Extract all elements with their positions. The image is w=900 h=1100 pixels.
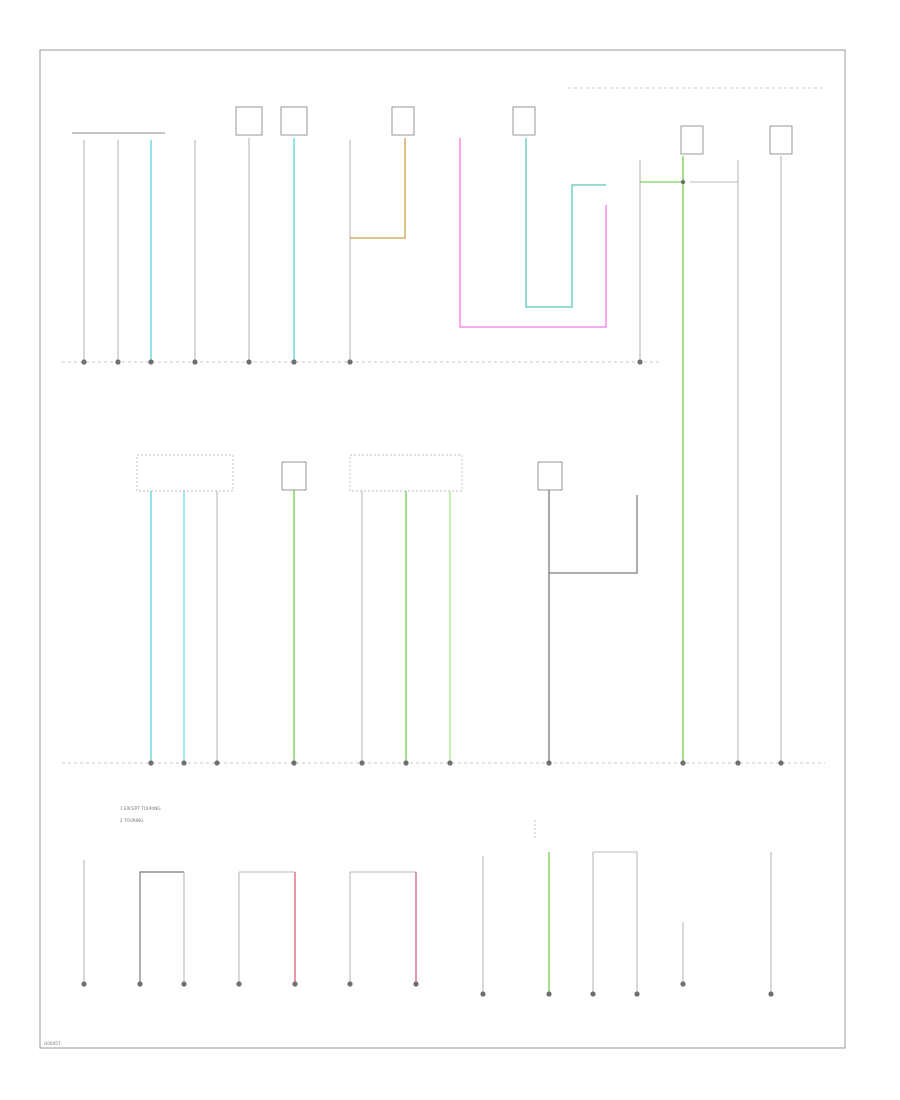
ground-dot xyxy=(546,991,552,997)
ground-dot xyxy=(181,981,187,987)
splice-dot xyxy=(246,359,252,365)
component-sensor-1 xyxy=(235,106,263,136)
splice-dot xyxy=(192,359,198,365)
ground-dot xyxy=(413,981,419,987)
component-left-assembly xyxy=(136,454,234,492)
ground-dot xyxy=(137,981,143,987)
splice-dot xyxy=(148,760,154,766)
ground-dot xyxy=(590,991,596,997)
splice-dot xyxy=(347,359,353,365)
splice-dot xyxy=(148,359,154,365)
splice-dot xyxy=(403,760,409,766)
component-control-module-2 xyxy=(769,125,793,155)
splice-dot xyxy=(291,359,297,365)
splice-dot xyxy=(680,760,686,766)
ground-dot xyxy=(292,981,298,987)
ground-dot xyxy=(236,981,242,987)
splice-dot xyxy=(546,760,552,766)
splice-dot xyxy=(735,760,741,766)
splice-dot xyxy=(447,760,453,766)
component-sensor-2 xyxy=(280,106,308,136)
splice-dot xyxy=(778,760,784,766)
component-center-assembly xyxy=(349,454,463,492)
splice-dot xyxy=(181,760,187,766)
component-sensor-4 xyxy=(281,461,307,491)
splice-dot xyxy=(680,179,686,185)
ground-dot xyxy=(81,981,87,987)
splice-dot xyxy=(291,760,297,766)
page-code: G00457 xyxy=(44,1041,61,1046)
ground-dot xyxy=(768,991,774,997)
component-sensor-5 xyxy=(537,461,563,491)
legend-item-2: 2 TOURING xyxy=(120,818,143,823)
splice-dot xyxy=(214,760,220,766)
wire-08-tan xyxy=(350,138,406,239)
ground-dot xyxy=(480,991,486,997)
wire-10-teal xyxy=(525,138,606,308)
splice-dot xyxy=(359,760,365,766)
splice-dot xyxy=(637,359,643,365)
diagram-frame xyxy=(39,49,846,1049)
wire-28-dark xyxy=(549,495,638,574)
splice-dot xyxy=(115,359,121,365)
ground-dot xyxy=(680,981,686,987)
ground-dot xyxy=(634,991,640,997)
wire-09-pink xyxy=(459,138,607,328)
ground-dot xyxy=(347,981,353,987)
component-control-module-1 xyxy=(680,125,704,155)
wire-31-dark xyxy=(139,871,184,984)
section-bottom-ground-circuits: 1 EXCEPT TOURING 2 TOURING xyxy=(81,806,774,997)
splice-dot xyxy=(81,359,87,365)
section-middle-ground-circuits xyxy=(62,454,825,766)
section-top-ground-circuits xyxy=(62,87,825,763)
component-transmission-sensor xyxy=(512,106,536,136)
legend-item-1: 1 EXCEPT TOURING xyxy=(120,806,161,811)
component-sensor-3 xyxy=(391,106,415,136)
